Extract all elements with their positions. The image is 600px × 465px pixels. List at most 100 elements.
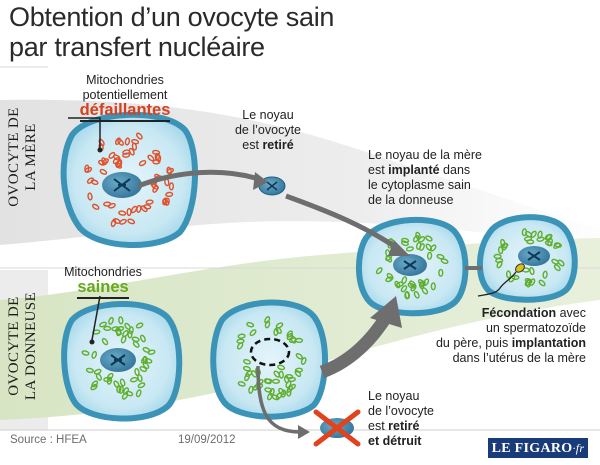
mitochondrion [145,199,154,205]
label-fertilization: Fécondation avec un spermatozoïde du pèr… [396,306,586,366]
mitochondrion [168,182,175,191]
mitochondrion [271,378,281,384]
mitochondrion [101,337,109,346]
fecond-line4: dans l’utérus de la mère [452,351,586,365]
mitochondrion [421,287,429,295]
mitochondrion [557,259,565,267]
mitochondrion [505,270,512,279]
mitochondrion [436,253,445,260]
mitochondrion [122,330,129,338]
healthy-word: saines [77,278,129,299]
mitochondrion [400,285,408,293]
removed-bold: retiré [262,138,294,152]
mitochondrion [294,369,302,378]
fecond-line2: un spermatozoïde [485,321,586,335]
panel-label-mother: OVOCYTE DE LA MÈRE [6,82,40,232]
mitochondrion [409,280,416,288]
fecond-post: avec [556,306,586,320]
donor-oocyte-enucleated [210,299,328,420]
mitochondrion [286,330,293,338]
defective-line2: potentiellement [82,88,168,102]
mitochondrion [122,149,131,155]
mitochondrion [130,205,138,214]
mitochondrion [125,390,134,397]
mitochondrion [101,157,107,166]
mitochondrion [164,197,170,206]
mitochondrion [152,159,161,165]
defective-word: défaillantes [79,101,171,122]
mitochondrion [127,330,133,339]
mitochondrion [264,378,272,385]
mother-nucleus [102,172,142,198]
mitochondrion [419,243,425,251]
destroy-bold2: et détruit [368,434,422,448]
healthy-mitochondria [81,316,156,400]
fertilized-nucleus [518,246,550,266]
leader-healthy [91,295,101,341]
mitochondrion [237,333,246,339]
mitochondrion [91,203,100,210]
leader-defective [68,117,101,148]
mitochondrion [524,277,533,284]
label-healthy-mitochondria: Mitochondries saines [58,265,148,299]
mitochondrion [413,290,420,299]
mitochondrion [152,149,161,156]
mitochondrion [110,219,117,228]
mitochondrion [84,164,90,173]
mitochondrion [166,166,172,175]
mitochondrion [264,387,273,393]
mitochondrion [537,230,543,239]
fecond-bold: Fécondation [481,306,557,320]
mitochondrion [126,207,132,217]
mitochondrion [429,244,437,252]
panel-label-mother-line1: OVOCYTE DE [6,107,22,207]
mitochondrion [140,205,148,213]
mitochondrion [287,376,296,383]
destroy-bold1: retiré [388,419,420,433]
mitochondrion [237,381,246,387]
mitochondrion [273,327,279,337]
mitochondrion [87,192,93,201]
implanted-nucleus [393,254,427,276]
mitochondrion [415,231,421,240]
mitochondrion [116,385,122,394]
mitochondrion [500,242,509,249]
implant-bold: implanté [388,163,440,177]
mitochondrion [401,237,410,244]
mitochondrion [119,378,126,387]
mitochondrion [385,255,393,263]
mitochondrion [542,270,548,279]
removed-nucleus-outline [249,337,291,367]
implant-post: dans [439,163,471,177]
mitochondrion [553,242,563,248]
le-figaro-logo: LE FIGARO·fr [488,438,588,458]
mitochondrion [266,392,273,401]
arrow-destroy [256,365,301,434]
mitochondrion [108,316,114,325]
mitochondrion [430,282,436,291]
mitochondrion [140,356,148,364]
label-defective-mitochondria: Mitochondries potentiellement défaillant… [60,73,190,122]
mitochondrion [81,350,90,356]
publication-date: 19/09/2012 [178,434,236,446]
panel-label-donor: OVOCYTE DE LA DONNEUSE [6,266,40,426]
mitochondrion [249,329,257,337]
mitochondrion [386,272,394,280]
mitochondrion [538,279,546,287]
mitochondrion [118,385,124,394]
implant-line4: de la donneuse [368,193,454,207]
cross-icon [313,409,361,447]
mitochondrion [375,267,383,275]
mitochondrion [138,160,147,167]
mitochondrion [277,364,286,371]
mitochondrion [526,239,535,245]
mitochondrion [137,382,146,389]
mitochondrion [275,392,283,400]
mitochondrion [85,367,94,374]
mitochondrion [525,231,533,238]
mitochondrion [242,365,251,372]
mitochondrion [136,132,143,140]
mitochondrion [440,258,449,265]
mitochondrion [547,238,553,247]
mitochondrion [500,238,506,247]
